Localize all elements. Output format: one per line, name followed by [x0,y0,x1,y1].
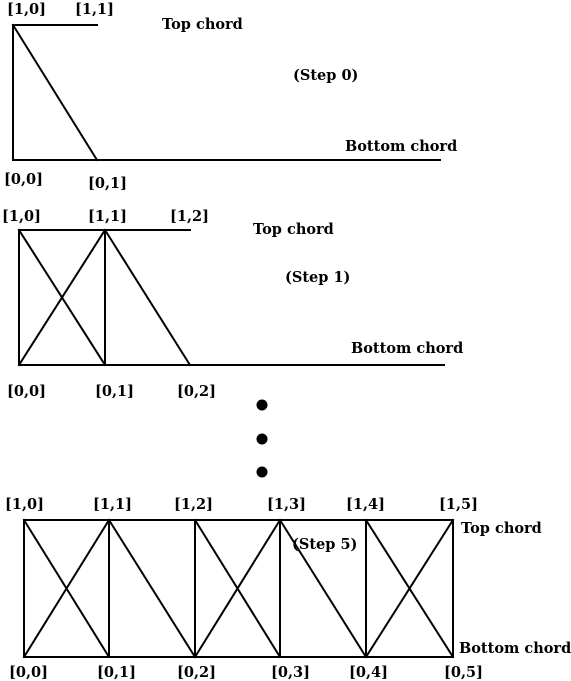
step5-node-0-2: [0,2] [177,664,216,681]
step5-node-1-5: [1,5] [439,496,478,513]
step5-panel2-diag [107,518,197,659]
step0-node-1-0: [1,0] [7,1,46,18]
step5-bottom-chord-label: Bottom chord [459,640,571,657]
step1-diag-b [17,228,107,367]
step1-title: (Step 1) [285,269,350,286]
step0-title: (Step 0) [293,67,358,84]
step5-node-1-1: [1,1] [93,496,132,513]
step1-node-0-2: [0,2] [177,383,216,400]
step1-node-0-0: [0,0] [7,383,46,400]
ellipsis-dot-1 [256,399,268,411]
step1-node-1-0: [1,0] [2,208,41,225]
step-5-truss [22,518,455,659]
step5-top-chord-label: Top chord [461,520,542,537]
step0-top-chord-label: Top chord [162,16,243,33]
step0-node-0-1: [0,1] [88,175,127,192]
step-1-truss [17,228,445,367]
step5-panel1-diag-b [22,518,111,659]
step5-node-1-3: [1,3] [267,496,306,513]
step5-node-1-2: [1,2] [174,496,213,513]
step5-title: (Step 5) [292,536,357,553]
step0-diagonal [11,23,99,162]
step1-top-chord-label: Top chord [253,221,334,238]
step5-node-0-0: [0,0] [9,664,48,681]
ellipsis-dot-2 [256,433,268,445]
step1-bottom-chord-label: Bottom chord [351,340,463,357]
step1-node-0-1: [0,1] [95,383,134,400]
step0-bottom-chord-label: Bottom chord [345,138,457,155]
step5-panel5-diag-b [364,518,455,659]
step5-node-0-1: [0,1] [97,664,136,681]
step1-node-1-1: [1,1] [88,208,127,225]
ellipsis-dot-3 [256,466,268,478]
step0-node-0-0: [0,0] [4,171,43,188]
step-0-truss [11,23,441,162]
step5-panel3-diag-b [193,518,282,659]
step5-node-0-3: [0,3] [271,664,310,681]
step5-node-1-0: [1,0] [5,496,44,513]
step5-node-1-4: [1,4] [346,496,385,513]
step5-node-0-5: [0,5] [444,664,483,681]
step0-node-1-1: [1,1] [75,1,114,18]
step1-node-1-2: [1,2] [170,208,209,225]
step1-diag-c [103,228,192,367]
step5-node-0-4: [0,4] [349,664,388,681]
step5-panel4-diag [278,518,368,659]
